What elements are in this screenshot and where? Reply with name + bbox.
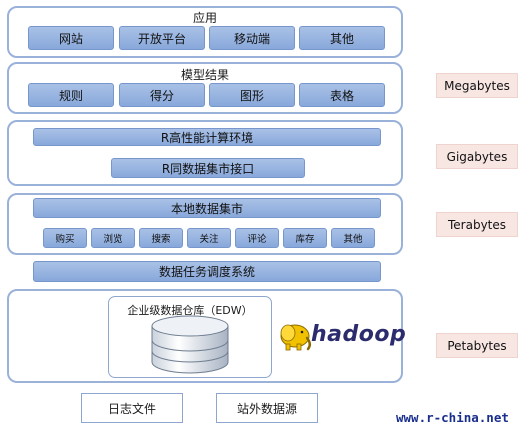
mart-item-other: 其他 [331, 228, 375, 248]
edw-label: 企业级数据仓库（EDW） [127, 304, 253, 317]
size-label-megabytes: Megabytes [436, 73, 518, 98]
mart-item-review: 评论 [235, 228, 279, 248]
mart-item-purchase: 购买 [43, 228, 87, 248]
local-data-mart-title: 本地数据集市 [33, 198, 381, 218]
mart-item-follow: 关注 [187, 228, 231, 248]
r-data-mart-interface: R同数据集市接口 [111, 158, 305, 178]
app-item-open-platform: 开放平台 [119, 26, 205, 50]
source-external-data: 站外数据源 [216, 393, 318, 423]
app-item-website: 网站 [28, 26, 114, 50]
size-label-gigabytes: Gigabytes [436, 144, 518, 169]
mart-item-search: 搜索 [139, 228, 183, 248]
hadoop-logo-text: hadoop [311, 322, 407, 347]
model-item-score: 得分 [119, 83, 205, 107]
hadoop-elephant-icon [280, 324, 311, 351]
mart-item-inventory: 库存 [283, 228, 327, 248]
application-layer-title: 应用 [192, 11, 217, 25]
task-scheduler-bar: 数据任务调度系统 [33, 261, 381, 282]
model-item-table: 表格 [299, 83, 385, 107]
app-item-mobile: 移动端 [209, 26, 295, 50]
size-label-terabytes: Terabytes [436, 212, 518, 237]
model-item-rules: 规则 [28, 83, 114, 107]
model-results-title: 模型结果 [180, 68, 229, 82]
mart-item-browse: 浏览 [91, 228, 135, 248]
database-cylinder-icon [151, 315, 229, 374]
model-item-graphics: 图形 [209, 83, 295, 107]
size-label-petabytes: Petabytes [436, 333, 518, 358]
r-compute-env: R高性能计算环境 [33, 128, 381, 146]
watermark-url: www.r-china.net [396, 410, 509, 425]
app-item-other: 其他 [299, 26, 385, 50]
source-log-files: 日志文件 [81, 393, 183, 423]
